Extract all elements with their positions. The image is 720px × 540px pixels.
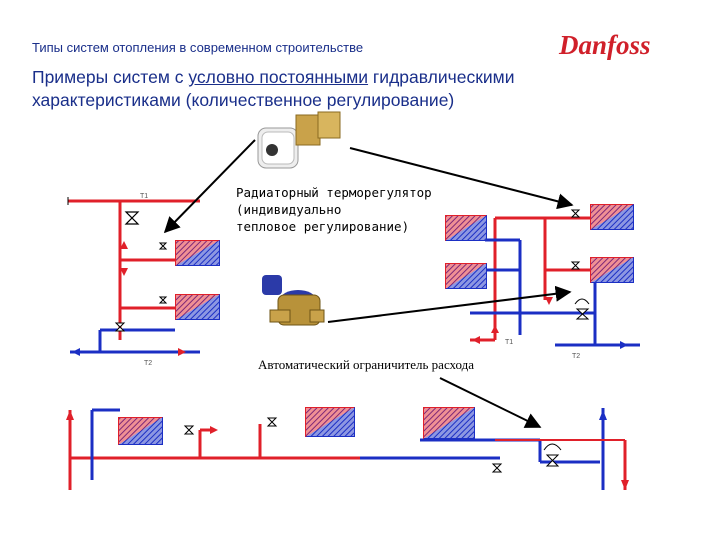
valve-icon — [114, 322, 126, 332]
flow-arrow-left-icon — [472, 336, 480, 344]
flow-arrow-right-icon — [620, 341, 628, 349]
valve-icon — [124, 211, 140, 225]
flow-arrow-right-icon — [178, 348, 186, 356]
valve-icon — [491, 463, 503, 473]
pointer-arrow — [163, 139, 256, 234]
flow-arrow-down-icon — [545, 297, 553, 305]
flow-arrow-up-icon — [491, 325, 499, 333]
valve-icon — [570, 261, 581, 270]
left-system: T1 T2 — [67, 193, 220, 367]
flow-limiter-image — [262, 275, 325, 326]
slide-subtitle: Типы систем отопления в современном стро… — [32, 40, 364, 55]
valve-icon — [158, 242, 168, 250]
valve-icon — [570, 209, 581, 218]
pointer-arrow — [327, 285, 572, 323]
valve-icon — [266, 417, 278, 427]
flow-limiter-label: Автоматический ограничитель расхода — [258, 357, 475, 373]
svg-text:T1: T1 — [140, 193, 148, 200]
danfoss-logo-text: Danfoss — [558, 30, 651, 60]
valve-icon — [183, 425, 195, 435]
underlined-phrase: условно постоянными — [188, 67, 369, 87]
flow-arrow-down-icon — [120, 268, 128, 276]
danfoss-logo: Danfoss — [558, 30, 651, 60]
thermostat-valve-image — [257, 111, 341, 169]
flow-arrow-up-icon — [599, 410, 607, 420]
svg-text:T2: T2 — [144, 360, 152, 367]
pointer-arrow — [439, 377, 542, 428]
thermostat-label: Радиаторный терморегулятор (индивидуальн… — [236, 184, 432, 235]
flow-arrow-right-icon — [210, 426, 218, 434]
right-system: T1 T2 — [445, 204, 640, 360]
svg-text:T1: T1 — [505, 339, 513, 346]
flow-arrow-up-icon — [66, 410, 74, 420]
flow-limiter-valve-icon — [545, 454, 560, 467]
flow-arrow-up-icon — [120, 241, 128, 249]
valve-icon — [575, 308, 590, 320]
valve-icon — [158, 296, 168, 304]
slide-title: Примеры систем с условно постоянными гид… — [32, 67, 515, 110]
svg-text:T2: T2 — [572, 353, 580, 360]
flow-arrow-down-icon — [621, 480, 629, 490]
flow-arrow-left-icon — [72, 348, 80, 356]
pointer-arrow — [349, 147, 574, 210]
bottom-system — [66, 407, 629, 490]
